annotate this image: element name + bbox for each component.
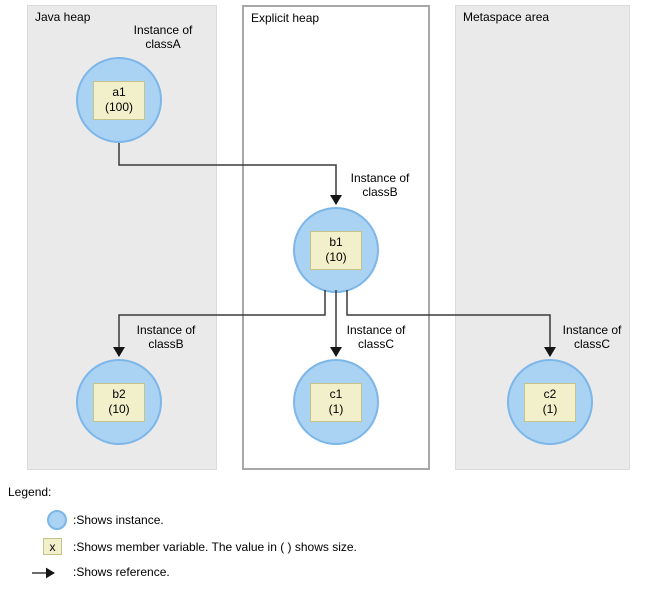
member-name: c2: [543, 387, 557, 401]
member-name: b2: [112, 387, 126, 401]
instance-node-b2: b2 (10): [76, 359, 162, 445]
caption-line: classB: [362, 185, 398, 199]
instance-node-c2: c2 (1): [507, 359, 593, 445]
instance-node-c1: c1 (1): [293, 359, 379, 445]
panel-title: Java heap: [35, 10, 91, 24]
instance-node-b1: b1 (10): [293, 207, 379, 293]
member-variable-box: c1 (1): [310, 382, 362, 422]
member-name: b1: [329, 235, 343, 249]
caption-line: Instance of: [562, 323, 622, 337]
reference-arrow-icon: [32, 567, 55, 579]
member-variable-box: a1 (100): [93, 80, 145, 120]
caption-line: Instance of: [133, 23, 193, 37]
panel-title: Explicit heap: [251, 11, 320, 25]
caption-instance-of-classB-b2: Instance of classB: [128, 323, 204, 351]
panel-title: Metaspace area: [463, 10, 550, 24]
instance-node-a1: a1 (100): [76, 57, 162, 143]
caption-line: classC: [573, 337, 610, 351]
caption-instance-of-classB-b1: Instance of classB: [342, 171, 418, 199]
member-name: c1: [329, 387, 343, 401]
member-size: (1): [328, 402, 344, 416]
caption-instance-of-classC-c2: Instance of classC: [554, 323, 630, 351]
caption-instance-of-classA: Instance of classA: [123, 23, 203, 51]
caption-line: Instance of: [346, 323, 406, 337]
member-variable-box: b2 (10): [93, 382, 145, 422]
member-variable-box: c2 (1): [524, 382, 576, 422]
member-size: (10): [325, 250, 347, 264]
caption-line: classA: [145, 37, 181, 51]
member-size: (10): [108, 402, 130, 416]
member-size: (100): [104, 100, 133, 114]
member-name: a1: [112, 85, 126, 99]
member-variable-symbol: x: [49, 539, 56, 554]
legend-instance-label: :Shows instance.: [73, 513, 164, 527]
member-variable-box: b1 (10): [310, 230, 362, 270]
caption-line: classB: [148, 337, 184, 351]
legend-reference-label: :Shows reference.: [73, 565, 170, 579]
instance-circle-icon: [47, 510, 67, 530]
member-variable-box-icon: x: [43, 538, 62, 555]
caption-line: classC: [357, 337, 394, 351]
legend-title: Legend:: [8, 485, 52, 499]
member-size: (1): [542, 402, 558, 416]
caption-instance-of-classC-c1: Instance of classC: [338, 323, 414, 351]
legend-member-variable-label: :Shows member variable. The value in ( )…: [73, 540, 357, 554]
caption-line: Instance of: [350, 171, 410, 185]
caption-line: Instance of: [136, 323, 196, 337]
